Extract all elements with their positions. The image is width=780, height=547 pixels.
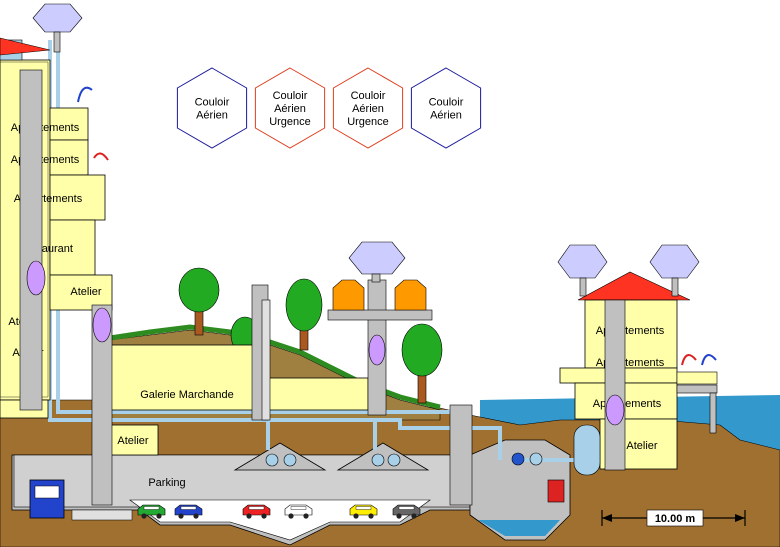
scale-bar-label: 10.00 m (655, 513, 696, 525)
corridor-hexagon (332, 67, 404, 149)
orange-hut (332, 279, 365, 311)
mall-annex (267, 377, 369, 411)
dish-mast (671, 277, 679, 297)
corridor-label: Urgence (269, 116, 311, 128)
scale-bar: 10.00 m (601, 509, 746, 527)
pump-box (547, 479, 565, 503)
orange-hut (394, 279, 427, 311)
right-floor-label: Atelier (626, 440, 658, 452)
dish-icon (557, 244, 608, 279)
parking-label: Parking (148, 477, 185, 489)
car-icon (284, 504, 313, 519)
corridor-label: Couloir (195, 97, 230, 109)
right-water-tank (573, 424, 601, 476)
pump (511, 452, 525, 466)
valve (283, 453, 297, 467)
corridor-label: Urgence (347, 116, 389, 128)
central-lift-cabin (368, 334, 386, 366)
mall-label: Galerie Marchande (140, 389, 234, 401)
car-icon (137, 504, 166, 519)
dish-icon (32, 3, 83, 33)
right-elevator-shaft (604, 299, 626, 471)
cars (137, 504, 421, 519)
left-lift-cabin (92, 307, 112, 343)
left-elevator-cabin (26, 260, 46, 296)
corridor-label: Aérien (352, 103, 384, 115)
bus-icon (29, 479, 133, 521)
tree (401, 323, 443, 404)
corridor-hexagon (410, 67, 482, 149)
vent-left (233, 442, 327, 471)
corridor-label: Couloir (273, 90, 308, 102)
dish-mast (579, 277, 587, 297)
corridor-label: Couloir (429, 97, 464, 109)
car-icon (242, 504, 271, 519)
left-lift-column (91, 304, 113, 506)
left-elevator-shaft (19, 69, 43, 411)
vent-shaft (261, 299, 271, 421)
corridor-label: Aérien (274, 103, 306, 115)
car-icon (349, 504, 378, 519)
dish-icon (649, 244, 700, 279)
cistern-water (478, 520, 560, 536)
corridor-label: Aérien (196, 110, 228, 122)
valve (265, 453, 279, 467)
corridor-hexagon (176, 67, 248, 149)
mall-building (107, 344, 269, 411)
right-elevator-cabin (605, 394, 625, 426)
dish-mast (371, 273, 381, 283)
valve (387, 453, 401, 467)
tree (285, 278, 323, 351)
tree (178, 267, 220, 336)
workshop-underground-label: Atelier (117, 435, 149, 447)
antenna-icon (681, 354, 697, 366)
antenna-icon (93, 152, 109, 161)
cistern (469, 439, 571, 541)
valve (371, 453, 385, 467)
corridor-label: Aérien (430, 110, 462, 122)
air-corridors: CouloirAérienCouloirAérienUrgenceCouloir… (176, 67, 482, 149)
antenna-icon (77, 86, 93, 103)
car-icon (174, 504, 203, 519)
antenna-icon (701, 354, 717, 366)
landing-platform (327, 309, 433, 321)
corridor-hexagon (254, 67, 326, 149)
cistern-shaft (449, 404, 473, 506)
left-floor-label: Atelier (70, 286, 102, 298)
car-icon (392, 504, 421, 519)
left-tower-roof (0, 37, 51, 56)
pump (529, 452, 543, 466)
corridor-label: Couloir (351, 90, 386, 102)
dish-icon (348, 241, 406, 275)
dish-mast (53, 31, 61, 53)
right-floor-label: Appartements (593, 398, 662, 410)
